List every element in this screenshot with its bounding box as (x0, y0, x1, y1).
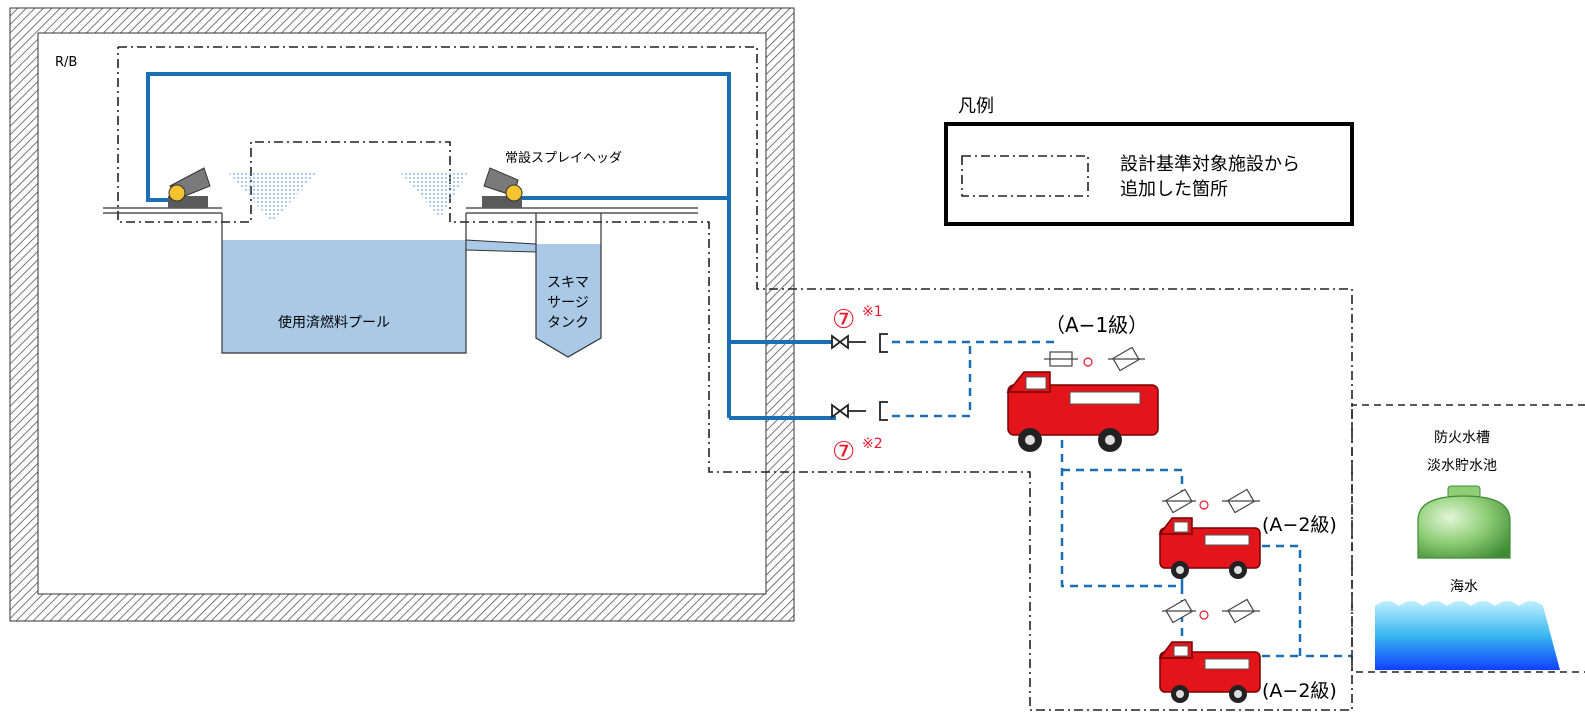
truck-a1-label: （A−1級） (1045, 313, 1148, 337)
sea-water-icon (1375, 601, 1560, 670)
spray-piping (146, 72, 836, 420)
skimmer-label-1: スキマ (547, 275, 589, 291)
source-label-3: 海水 (1450, 579, 1478, 595)
truck-a2-label-1: (A−2級) (1262, 514, 1337, 536)
reactor-building-wall (9, 7, 795, 622)
legend-title: 凡例 (958, 96, 994, 117)
truck-a2-label-2: (A−2級) (1262, 680, 1337, 702)
fire-truck-a1-icon (1006, 371, 1159, 452)
fire-truck-a2-upper-icon (1158, 517, 1261, 579)
source-label-2: 淡水貯水池 (1427, 458, 1497, 474)
spray-header-right (482, 167, 523, 208)
skimmer-label-3: タンク (547, 315, 589, 331)
spent-fuel-pool (221, 213, 537, 354)
skimmer-surge-tank (535, 213, 602, 358)
water-source-boundary (1351, 404, 1585, 673)
spray-pattern-left (228, 172, 318, 222)
spray-header-left (168, 167, 211, 208)
valve-upper (831, 333, 888, 353)
skimmer-label-2: サージ (547, 295, 589, 311)
pool-label: 使用済燃料プール (278, 314, 390, 331)
spray-pattern-right (400, 172, 468, 218)
legend-box (944, 122, 1354, 226)
legend-line-1: 設計基準対象施設から (1120, 154, 1300, 175)
pump-icon (1044, 346, 1145, 372)
pump-icon (1162, 598, 1260, 624)
note-2: ※2 (862, 436, 883, 452)
fire-truck-a2-lower-icon (1158, 641, 1261, 703)
legend-dashdot-sample (961, 155, 1089, 197)
valve-mark-upper: ⑦ (832, 305, 855, 335)
added-facility-boundary (117, 46, 1353, 711)
pump-icon (1162, 488, 1260, 514)
spray-header-label: 常設スプレイヘッダ (505, 150, 622, 166)
water-tank-icon (1417, 485, 1511, 559)
valve-lower (831, 401, 888, 421)
source-label-1: 防火水槽 (1434, 430, 1490, 446)
note-1: ※1 (862, 304, 883, 320)
valve-mark-lower: ⑦ (832, 437, 855, 467)
legend-line-2: 追加した箇所 (1120, 179, 1228, 200)
building-label: R/B (55, 55, 77, 70)
